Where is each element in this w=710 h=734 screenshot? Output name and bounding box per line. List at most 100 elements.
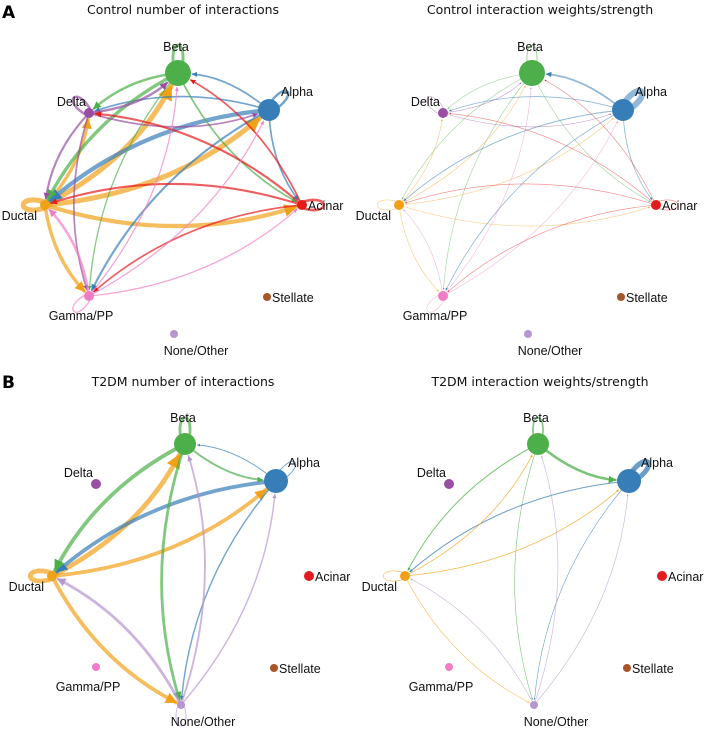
node-stellate — [263, 293, 271, 301]
edge-gammapp-to-ductal — [403, 209, 444, 297]
node-acinar — [651, 200, 661, 210]
edge-delta-to-alpha — [442, 112, 612, 128]
edge-delta-to-alpha — [88, 112, 259, 128]
node-label-noneother: None/Other — [164, 344, 229, 358]
edge-beta-to-ductal — [407, 443, 539, 571]
edge-beta-to-noneother — [514, 443, 539, 700]
node-ductal — [47, 571, 57, 581]
panel-title: Control number of interactions — [87, 2, 279, 17]
node-ductal — [394, 200, 404, 210]
edge-ductal-to-acinar — [42, 202, 298, 229]
node-ductal — [40, 200, 50, 210]
edge-alpha-to-ductal — [409, 480, 630, 573]
edge-beta-to-delta — [447, 72, 533, 109]
node-alpha — [612, 99, 634, 121]
node-label-beta: Beta — [170, 411, 196, 425]
node-label-stellate: Stellate — [272, 291, 314, 305]
node-beta — [174, 433, 196, 455]
self-loop-acinar — [300, 198, 326, 212]
self-loop-ductal — [376, 199, 400, 211]
node-label-noneother: None/Other — [518, 344, 583, 358]
edge-ductal-to-delta — [398, 119, 443, 206]
edge-noneother-to-beta — [180, 455, 206, 706]
node-label-gammapp: Gamma/PP — [409, 680, 474, 694]
edge-acinar-to-delta — [94, 110, 304, 207]
edge-noneother-to-alpha — [533, 494, 629, 706]
edge-alpha-to-ductal — [403, 109, 624, 202]
edge-beta-to-ductal — [401, 72, 533, 200]
edge-beta-to-noneother — [160, 442, 187, 702]
self-loop-gammapp — [426, 293, 446, 313]
edge-alpha-to-delta — [94, 95, 270, 112]
edge-ductal-to-acinar — [398, 204, 651, 227]
node-noneother — [170, 330, 178, 338]
panel-title: T2DM number of interactions — [91, 374, 275, 389]
edge-ductal-to-gammapp — [43, 203, 87, 293]
panel-t2dm-strength: T2DM interaction weights/strength BetaAl… — [362, 374, 704, 729]
self-loop-ductal — [20, 197, 48, 213]
node-gammapp — [84, 291, 94, 301]
edge-alpha-to-acinar — [622, 109, 653, 201]
node-acinar — [297, 200, 307, 210]
edge-ductal-to-alpha — [42, 115, 263, 208]
edge-delta-to-ductal — [43, 111, 91, 200]
node-delta — [84, 108, 94, 118]
edge-ductal-to-alpha — [50, 487, 268, 578]
node-label-delta: Delta — [411, 95, 440, 109]
edge-noneother-to-alpha — [180, 493, 277, 706]
node-beta — [165, 60, 191, 86]
edge-noneother-to-ductal — [56, 577, 183, 707]
edge-noneother-to-ductal — [410, 578, 535, 706]
node-gammapp — [445, 663, 453, 671]
node-label-alpha: Alpha — [281, 85, 313, 99]
edge-gammapp-to-beta — [442, 87, 532, 297]
edge-layer — [382, 417, 652, 706]
node-label-acinar: Acinar — [315, 570, 350, 584]
node-label-stellate: Stellate — [279, 662, 321, 676]
node-beta — [527, 433, 549, 455]
panel-letter-b: B — [2, 373, 15, 393]
edge-alpha-to-gammapp — [90, 108, 271, 292]
node-label-ductal: Ductal — [362, 580, 397, 594]
node-label-acinar: Acinar — [662, 199, 697, 213]
node-noneother — [177, 701, 185, 709]
edge-acinar-to-beta — [544, 79, 657, 206]
edge-alpha-to-noneother — [533, 480, 630, 700]
node-label-stellate: Stellate — [626, 291, 668, 305]
edge-gammapp-to-acinar — [88, 208, 298, 297]
node-label-alpha: Alpha — [635, 85, 667, 99]
node-label-gammapp: Gamma/PP — [403, 309, 468, 323]
panel-title: T2DM interaction weights/strength — [430, 374, 648, 389]
node-label-beta: Beta — [163, 40, 189, 54]
node-label-acinar: Acinar — [308, 199, 343, 213]
edge-ductal-to-beta — [398, 85, 526, 206]
edge-beta-to-ductal — [53, 442, 187, 573]
node-label-delta: Delta — [57, 95, 86, 109]
panel-control-interactions: Control number of interactions BetaAlpha… — [2, 2, 344, 358]
self-loop-delta — [71, 95, 93, 117]
node-label-delta: Delta — [417, 466, 446, 480]
panel-letter-a: A — [2, 3, 16, 23]
node-alpha — [617, 469, 641, 493]
edge-alpha-to-ductal — [55, 479, 278, 574]
node-stellate — [617, 293, 625, 301]
edge-alpha-to-gammapp — [445, 109, 624, 291]
node-delta — [438, 108, 448, 118]
node-stellate — [270, 664, 278, 672]
edge-beta-to-ductal — [46, 71, 180, 201]
panel-t2dm-interactions: T2DM number of interactions BetaAlphaDel… — [9, 374, 351, 729]
edge-beta-to-gammapp — [442, 72, 533, 290]
edge-gammapp-to-ductal — [48, 208, 91, 298]
node-label-ductal: Ductal — [356, 209, 391, 223]
edge-beta-to-acinar — [177, 72, 298, 203]
node-label-gammapp: Gamma/PP — [49, 309, 114, 323]
edge-ductal-to-alpha — [398, 117, 614, 206]
edge-beta-to-alpha — [184, 443, 264, 483]
edge-alpha-to-beta — [191, 71, 270, 111]
edge-gammapp-to-alpha — [88, 120, 265, 297]
node-delta — [444, 479, 454, 489]
edge-acinar-to-ductal — [404, 183, 657, 206]
self-loop-ductal — [382, 570, 406, 582]
node-acinar — [657, 571, 667, 581]
